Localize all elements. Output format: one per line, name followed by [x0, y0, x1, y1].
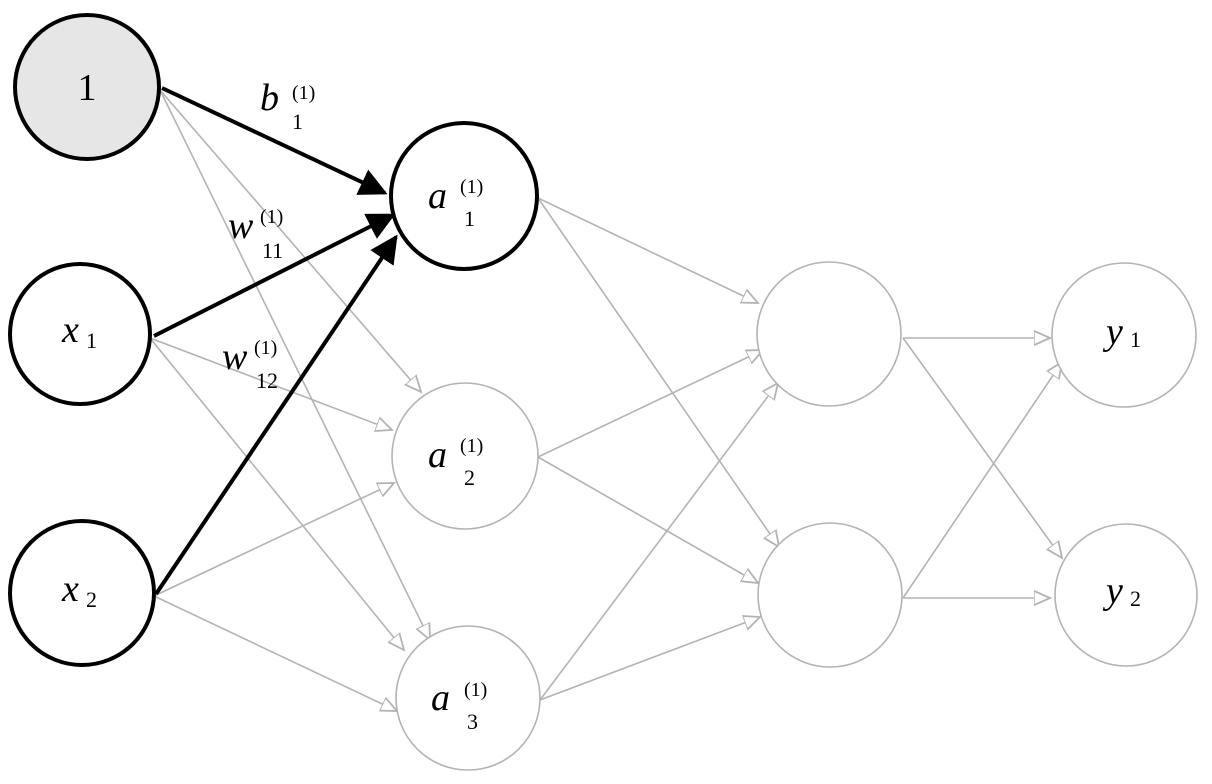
b1-label: b: [260, 77, 279, 119]
a1-sup: (1): [460, 176, 483, 198]
edge-x2-a3: [153, 595, 397, 711]
output-node-y1: [1051, 262, 1197, 408]
bias-node: [13, 13, 161, 161]
a1-label: a: [428, 175, 447, 217]
a3-sup: (1): [464, 679, 487, 701]
faded-edges: [149, 89, 1062, 711]
hidden-node-layer2-2: [757, 522, 903, 668]
nodes: [8, 13, 1198, 771]
edge-x1-a1: [153, 213, 396, 338]
output-node-y2: [1054, 523, 1198, 667]
hidden-node-a2: [391, 382, 539, 530]
edge-x1-a2: [149, 337, 392, 430]
input-node-x2: [8, 519, 156, 667]
edge-h1-y2: [902, 337, 1062, 558]
x2-label: x: [61, 568, 79, 610]
edge-h2-y1: [902, 362, 1062, 599]
a2-label: a: [428, 434, 447, 476]
bias-label: 1: [78, 67, 97, 109]
node-labels: 1 x 1 x 2 a (1) 1 a (1) 2 a (1) 3 y 1 y …: [61, 67, 1141, 734]
w12-label: w: [222, 336, 248, 378]
a3-label: a: [431, 677, 450, 719]
edge-x1-a3: [149, 337, 404, 650]
edge-bias-a3: [159, 89, 430, 640]
edge-a2-h2: [537, 456, 758, 583]
w11-sub: 11: [262, 238, 283, 263]
b1-sub: 1: [292, 109, 303, 134]
w12-sup: (1): [254, 337, 277, 359]
a3-sub: 3: [467, 709, 478, 734]
w11-label: w: [228, 205, 254, 247]
y1-sub: 1: [1130, 327, 1141, 352]
w12-sub: 12: [256, 368, 278, 393]
edge-x2-a1: [154, 234, 398, 596]
b1-sup: (1): [292, 82, 315, 104]
edge-a1-h1: [537, 197, 758, 303]
a2-sub: 2: [464, 465, 475, 490]
edge-a3-h1: [539, 383, 778, 701]
hidden-node-a3: [395, 625, 541, 771]
input-node-x1: [8, 262, 152, 406]
edge-a2-h1: [537, 350, 763, 458]
edge-bias-a2: [159, 89, 421, 392]
x2-sub: 2: [86, 587, 97, 612]
y2-sub: 2: [1130, 586, 1141, 611]
y1-label: y: [1102, 311, 1123, 353]
y2-label: y: [1102, 570, 1123, 612]
hidden-node-a1: [389, 121, 539, 271]
x1-label: x: [61, 309, 79, 351]
edge-a3-h2: [539, 617, 760, 701]
x1-sub: 1: [86, 328, 97, 353]
hidden-node-layer2-1: [756, 261, 902, 407]
edge-labels: b (1) 1 w (1) 11 w (1) 12: [222, 77, 315, 393]
edge-a1-h2: [537, 197, 779, 547]
w11-sup: (1): [260, 206, 283, 228]
a2-sup: (1): [460, 435, 483, 457]
a1-sub: 1: [464, 206, 475, 231]
edge-bias-a1: [161, 86, 388, 195]
highlighted-edges: [153, 86, 398, 596]
edge-x2-a2: [153, 483, 394, 597]
